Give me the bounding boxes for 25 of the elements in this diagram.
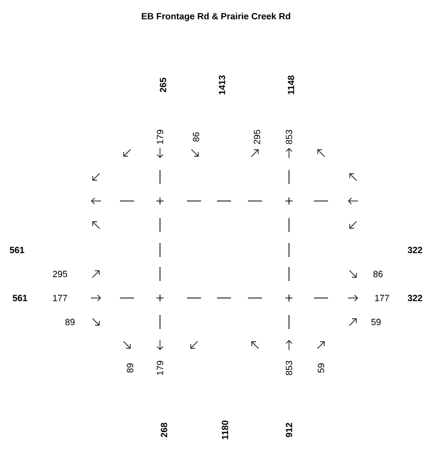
- volume-total: 322: [408, 294, 422, 302]
- volume-count: 86: [192, 132, 200, 142]
- volume-total: 1180: [222, 420, 228, 440]
- volume-total: 322: [408, 246, 422, 254]
- volume-total: 561: [10, 246, 24, 254]
- volume-total: 561: [12, 294, 28, 302]
- volume-count: 853: [286, 360, 292, 376]
- volume-count: 177: [53, 294, 68, 302]
- volume-count: 89: [65, 318, 75, 326]
- volume-total: 268: [160, 422, 168, 438]
- volume-count: 177: [375, 294, 390, 302]
- volume-count: 59: [318, 363, 324, 373]
- volume-count: 295: [52, 270, 68, 278]
- volume-count: 179: [156, 360, 164, 375]
- volume-count: 179: [156, 130, 164, 144]
- title: EB Frontage Rd & Prairie Creek Rd: [142, 12, 290, 22]
- volume-count: 59: [371, 318, 381, 326]
- volume-count: 86: [373, 270, 383, 278]
- volume-total: 912: [286, 422, 292, 438]
- volume-count: 89: [126, 363, 134, 373]
- volume-count: 853: [286, 130, 292, 144]
- volume-count: 295: [254, 130, 260, 144]
- volume-total: 1148: [288, 76, 294, 94]
- volume-total: 265: [160, 78, 166, 92]
- volume-total: 1413: [218, 75, 226, 94]
